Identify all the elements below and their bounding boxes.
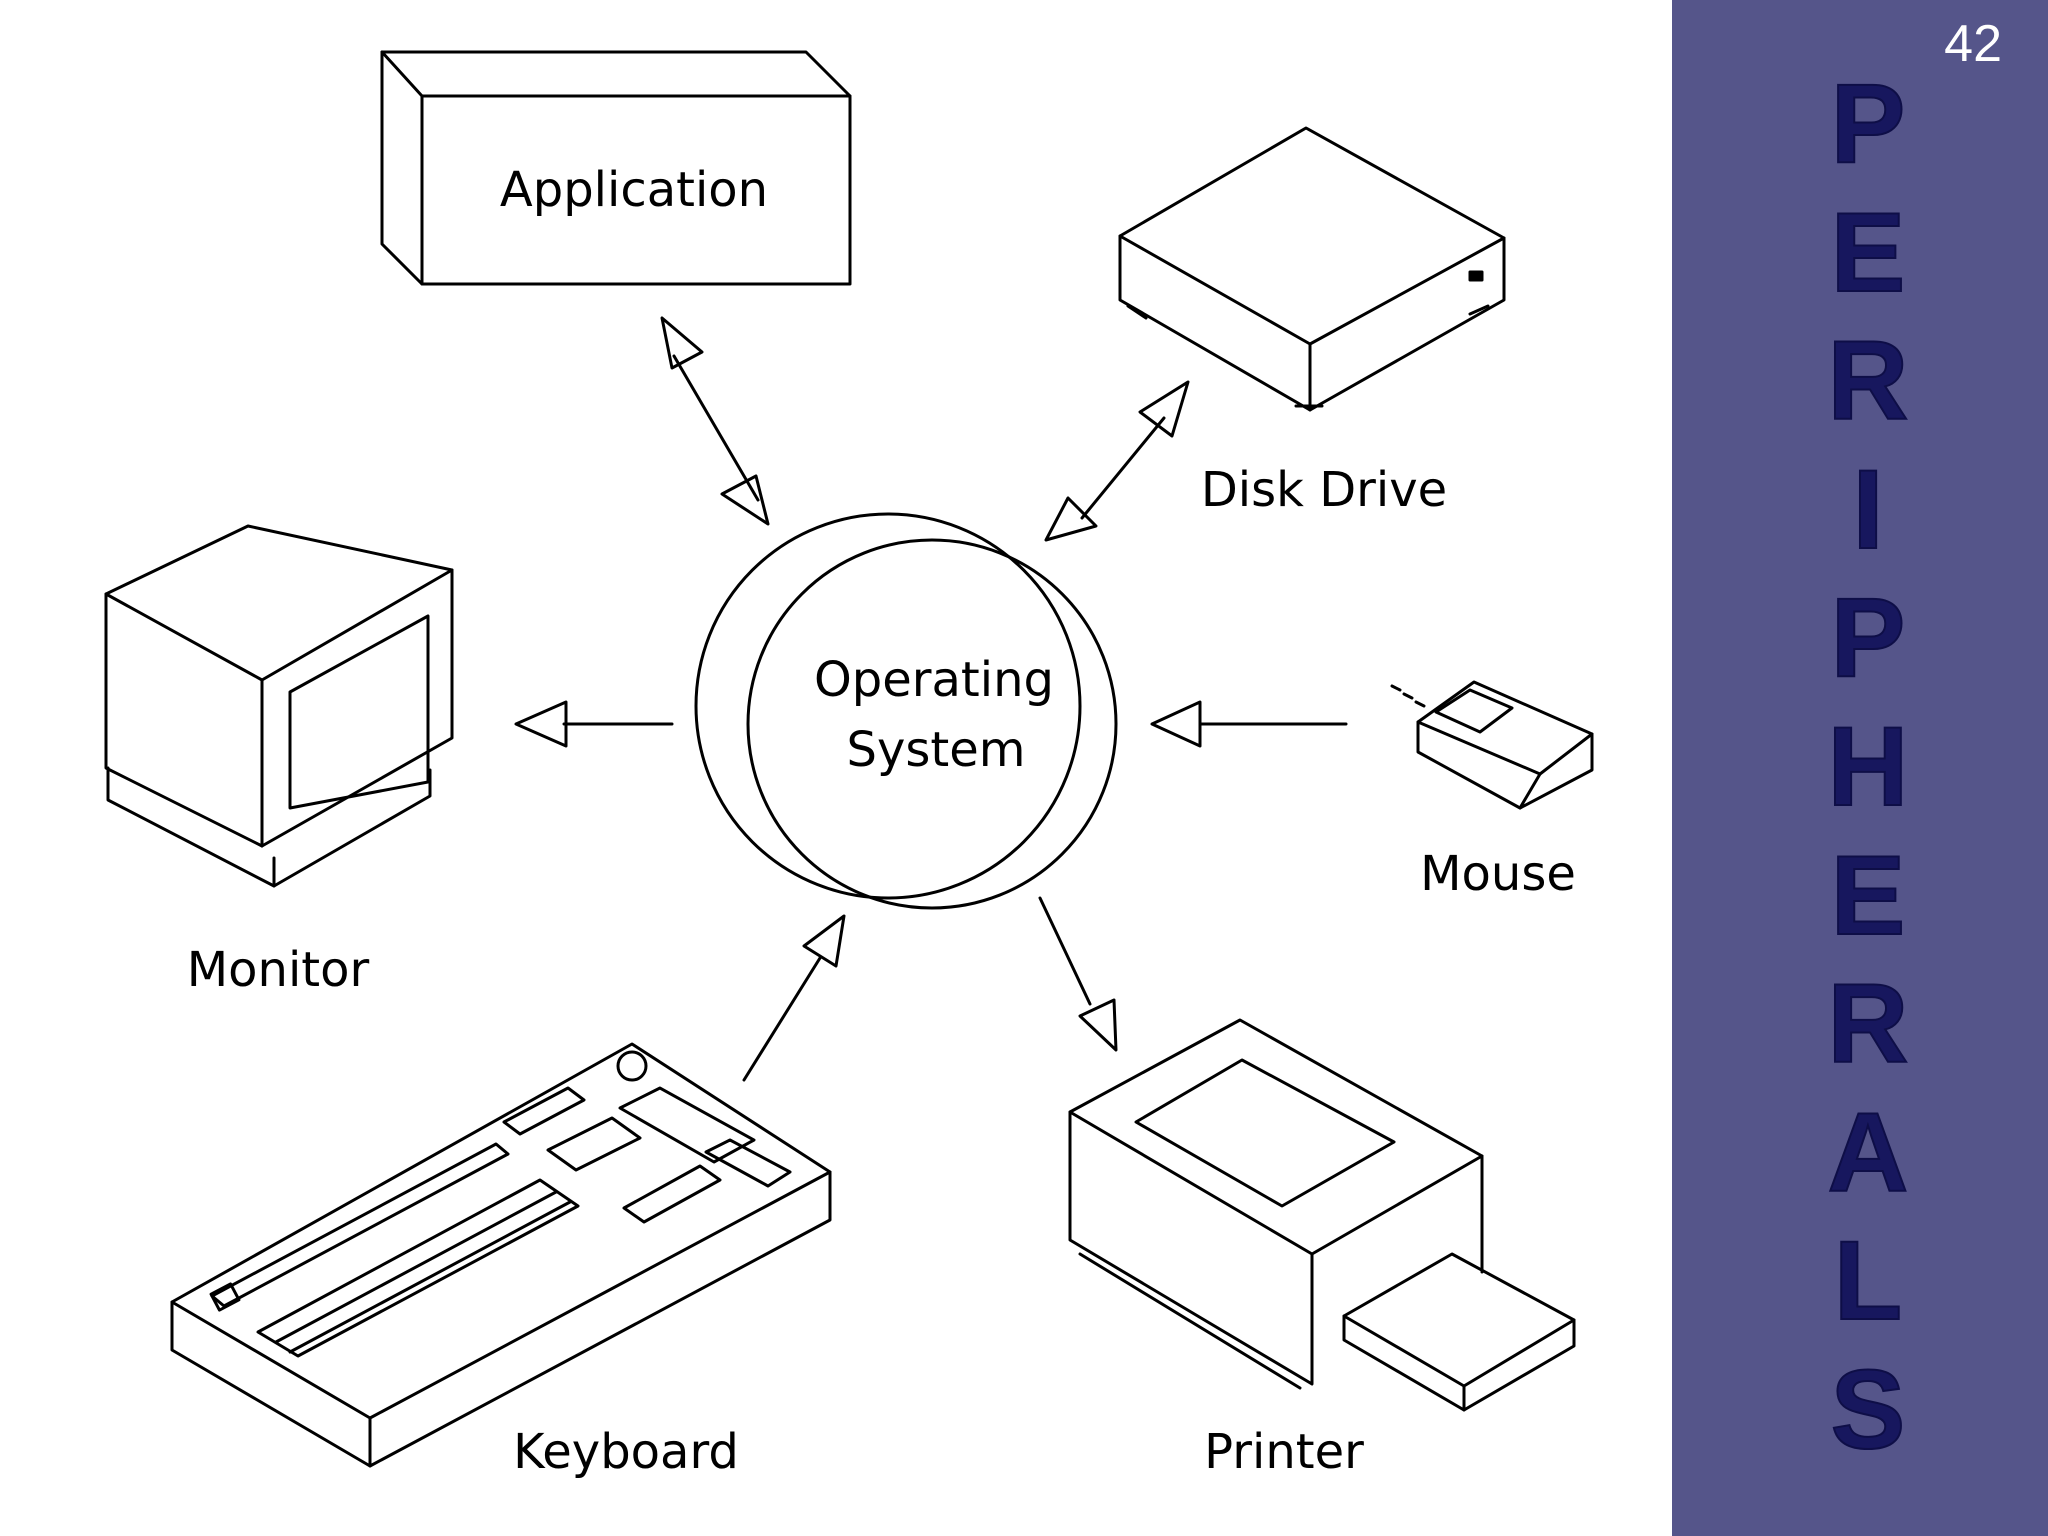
- title-letter: R: [1828, 318, 1909, 443]
- application-box: [380, 50, 852, 286]
- operating-system-label-line1: Operating: [814, 652, 1054, 708]
- arrow-diskdrive-os: [1044, 380, 1190, 542]
- peripherals-diagram: Application Operating System Disk Drive …: [104, 50, 1594, 1480]
- arrow-mouse-os: [1150, 700, 1348, 748]
- printer-device: [1068, 1018, 1576, 1412]
- disk-drive-label: Disk Drive: [1201, 462, 1447, 518]
- title-letter: H: [1828, 704, 1909, 829]
- monitor-device: [104, 524, 454, 888]
- mouse-label: Mouse: [1420, 846, 1576, 902]
- monitor-label: Monitor: [187, 942, 370, 998]
- title-letter: E: [1831, 190, 1906, 315]
- title-letter: R: [1828, 961, 1909, 1086]
- mouse-device: [1390, 680, 1594, 810]
- title-letter: A: [1828, 1090, 1909, 1215]
- operating-system-label-line2: System: [847, 722, 1026, 778]
- application-label: Application: [500, 162, 768, 218]
- title-letter: E: [1831, 833, 1906, 958]
- keyboard-device: [170, 1042, 832, 1468]
- title-letter: P: [1831, 61, 1906, 186]
- arrow-os-printer: [1038, 896, 1118, 1052]
- title-letter: S: [1831, 1347, 1906, 1472]
- printer-label: Printer: [1204, 1424, 1364, 1480]
- arrow-os-monitor: [514, 700, 674, 748]
- arrow-keyboard-os: [742, 914, 846, 1082]
- arrow-application-os: [660, 316, 770, 526]
- operating-system-circle: [694, 512, 1118, 910]
- disk-drive-device: [1118, 126, 1506, 412]
- title-letter: P: [1831, 575, 1906, 700]
- title-letter: L: [1834, 1218, 1902, 1343]
- title-letter: I: [1852, 447, 1883, 572]
- keyboard-label: Keyboard: [513, 1424, 739, 1480]
- slide-number: 42: [1944, 15, 2002, 73]
